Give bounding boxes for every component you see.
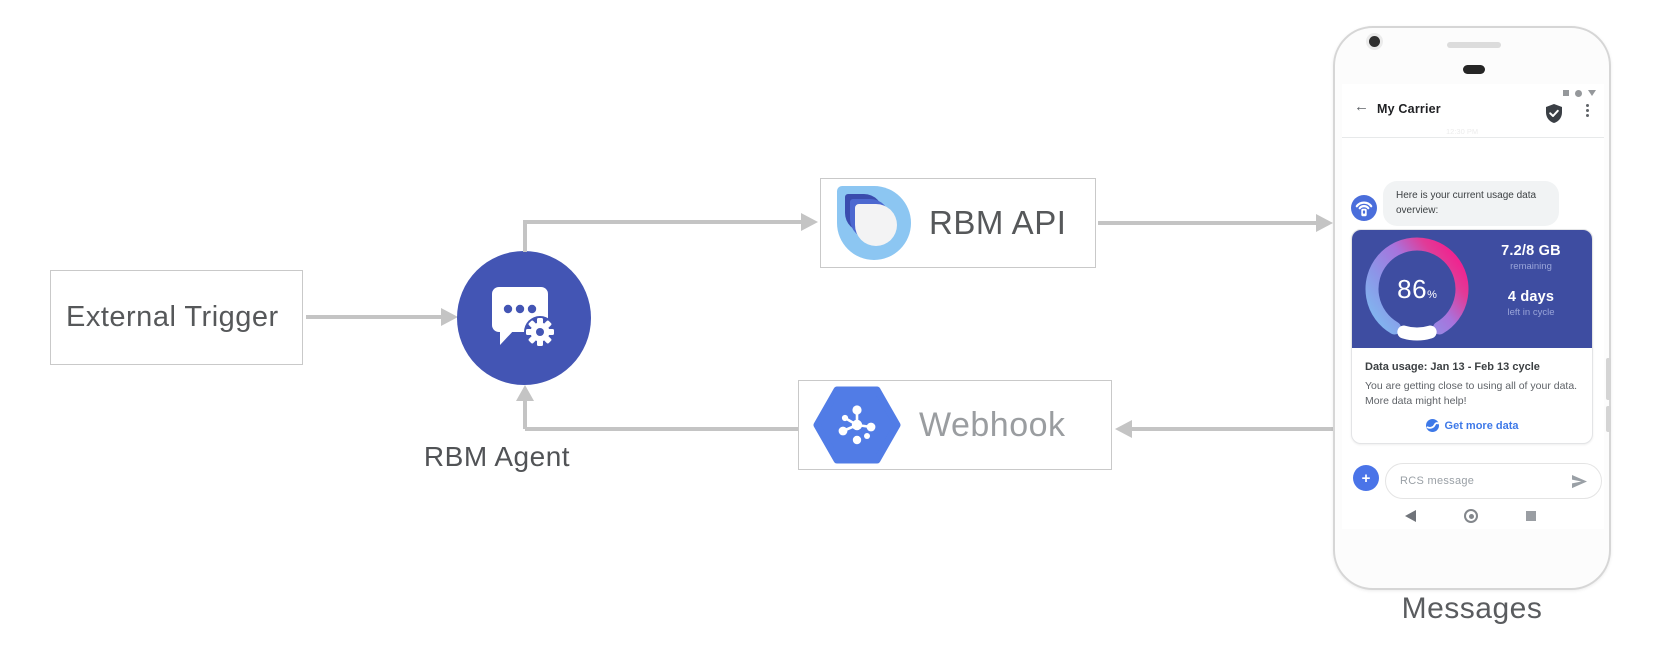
usage-card-info: Data usage: Jan 13 - Feb 13 cycle You ar… <box>1352 348 1592 432</box>
cloud-hexagon-icon <box>813 386 901 464</box>
phone-caption: Messages <box>1401 592 1543 625</box>
add-attachment-button[interactable]: + <box>1353 465 1379 491</box>
shield-check-icon <box>1546 104 1562 128</box>
home-circle-icon[interactable] <box>1464 509 1478 523</box>
status-bar <box>1563 88 1596 98</box>
days-value: 4 days <box>1507 289 1555 305</box>
phone-device: ← My Carrier 12:30 PM Here is your curre… <box>1333 26 1611 590</box>
arrow-agent-to-api-vertical <box>523 220 527 252</box>
arrow-agent-to-api-horizontal <box>523 220 804 224</box>
plus-icon: + <box>1361 469 1371 487</box>
rbm-teardrop-logo-icon <box>837 186 911 260</box>
arrow-phone-to-webhook <box>1132 427 1335 431</box>
arrowhead-api-to-phone <box>1316 214 1333 232</box>
agent-avatar <box>1351 195 1377 221</box>
dot-icon <box>1575 89 1582 97</box>
arrowhead-phone-to-webhook <box>1115 420 1132 438</box>
data-usage-gauge: 86 % <box>1365 237 1469 341</box>
remaining-label: remaining <box>1510 261 1552 272</box>
get-more-data-button[interactable]: Get more data <box>1365 419 1579 432</box>
arrowhead-agent-to-api <box>801 213 818 231</box>
send-icon[interactable] <box>1571 474 1588 489</box>
arrow-webhook-to-agent-horizontal <box>525 427 798 431</box>
days-label: left in cycle <box>1507 307 1555 318</box>
usage-card: 86 % 7.2/8 GB remaining 4 days left in c… <box>1351 229 1593 444</box>
speaker-slot <box>1447 42 1501 48</box>
usage-card-gauge-panel: 86 % 7.2/8 GB remaining 4 days left in c… <box>1352 230 1592 348</box>
external-trigger-box: External Trigger <box>50 270 303 365</box>
globe-icon <box>1425 419 1439 432</box>
arrowhead-trigger-to-agent <box>441 308 458 326</box>
arrowhead-webhook-to-agent <box>516 385 534 401</box>
usage-card-title: Data usage: Jan 13 - Feb 13 cycle <box>1365 361 1540 373</box>
back-triangle-icon[interactable] <box>1405 510 1416 522</box>
kebab-menu-icon[interactable] <box>1586 104 1589 117</box>
conversation-title: My Carrier <box>1377 102 1441 116</box>
usage-card-body: You are getting close to using all of yo… <box>1365 380 1578 407</box>
gauge-percent-value: 86 <box>1397 273 1428 304</box>
arrow-trigger-to-agent <box>306 315 441 319</box>
recents-square-icon[interactable] <box>1526 511 1536 521</box>
earpiece <box>1463 65 1485 74</box>
webhook-label: Webhook <box>919 405 1066 444</box>
front-camera-icon <box>1369 36 1380 47</box>
rbm-agent-label: RBM Agent <box>423 441 571 472</box>
usage-stats: 7.2/8 GB remaining 4 days left in cycle <box>1478 243 1584 318</box>
arrow-webhook-to-agent-vertical <box>523 399 527 429</box>
external-trigger-label: External Trigger <box>66 301 279 333</box>
header-divider <box>1342 137 1604 138</box>
square-icon <box>1563 90 1569 96</box>
rcs-message-input[interactable] <box>1400 465 1560 496</box>
wifi-router-icon <box>1355 201 1373 217</box>
rbm-api-box: RBM API <box>820 178 1096 268</box>
remaining-value: 7.2/8 GB <box>1501 243 1561 259</box>
rbm-api-label: RBM API <box>929 204 1067 241</box>
faint-timestamp: 12:30 PM <box>1446 127 1479 136</box>
message-compose-bar <box>1385 463 1602 499</box>
arrow-api-to-phone <box>1098 221 1316 225</box>
arrow-left-icon[interactable]: ← <box>1354 98 1369 115</box>
webhook-box: Webhook <box>798 380 1112 470</box>
power-button[interactable] <box>1606 406 1611 432</box>
phone-screen: ← My Carrier 12:30 PM Here is your curre… <box>1342 84 1604 529</box>
volume-button[interactable] <box>1606 358 1611 400</box>
get-more-data-label: Get more data <box>1444 419 1519 432</box>
agent-message-bubble: Here is your current usage data overview… <box>1383 181 1559 226</box>
chat-bubble-gear-icon <box>492 287 556 348</box>
rbm-agent-node <box>457 251 591 385</box>
triangle-down-icon <box>1588 90 1596 96</box>
gauge-percent-sign: % <box>1427 289 1437 301</box>
